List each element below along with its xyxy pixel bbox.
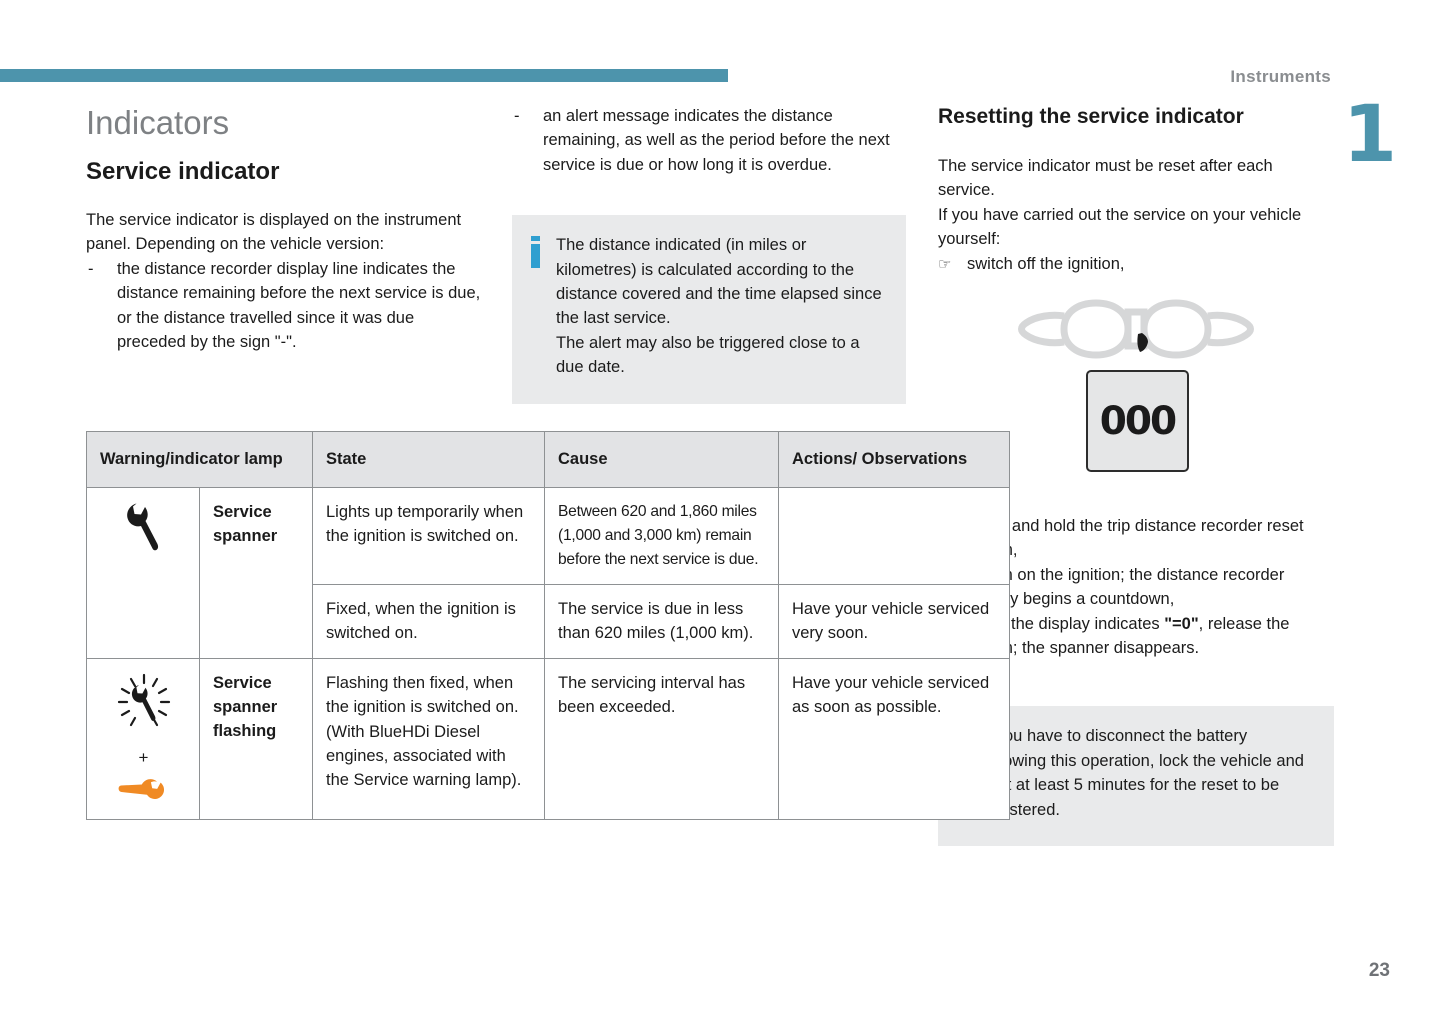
page-number: 23 (1368, 960, 1390, 981)
left-bullet-list: - the distance recorder display line ind… (86, 257, 486, 355)
reset-subtitle: Resetting the service indicator (938, 105, 1244, 128)
list-item-text: switch off the ignition, (967, 254, 1125, 273)
list-item: ☞ switch on the ignition; the distance r… (938, 563, 1334, 612)
info-paragraph: The distance indicated (in miles or kilo… (556, 236, 882, 328)
list-item-text: press and hold the trip distance recorde… (967, 517, 1304, 559)
lamp-icon-cell: + (86, 657, 200, 820)
reset-button-marker (1137, 333, 1148, 353)
section-header: Instruments (1230, 67, 1331, 86)
reset-intro-2: If you have carried out the service on y… (938, 205, 1302, 249)
header-accent-bar (0, 69, 728, 82)
left-column: Indicators Service indicator The service… (86, 104, 486, 354)
lamp-icon-cell (86, 487, 200, 659)
actions-cell: Have your vehicle serviced very soon. (778, 584, 1010, 659)
state-cell: Flashing then fixed, when the ignition i… (312, 657, 545, 820)
list-item: ☞ when the display indicates "=0", relea… (938, 612, 1334, 661)
cause-cell: The service is due in less than 620 mile… (544, 584, 779, 659)
distance-recorder-display: 000 (1086, 370, 1189, 473)
reset-intro: The service indicator must be reset afte… (938, 157, 1273, 200)
actions-cell: Have your vehicle serviced as soon as po… (778, 657, 1010, 820)
list-item: ☞ switch off the ignition, (938, 252, 1334, 276)
list-item-text-cont: , release the button; the spanner disapp… (967, 614, 1290, 658)
display-digits: 000 (1099, 398, 1177, 444)
cause-cell: The servicing interval has been exceeded… (544, 657, 779, 820)
list-item-text: switch on the ignition; the distance rec… (967, 565, 1285, 609)
column-header-lamp: Warning/indicator lamp (86, 431, 313, 488)
table-header-row: Warning/indicator lamp State Cause Actio… (86, 431, 1010, 488)
list-item: - the distance recorder display line ind… (86, 257, 486, 355)
table-row: Service spanner Lights up temporarily wh… (86, 487, 1010, 659)
column-header-actions: Actions/ Observations (778, 431, 1010, 488)
column-header-state: State (312, 431, 545, 488)
state-cell: Lights up temporarily when the ignition … (312, 487, 545, 585)
state-cell: Fixed, when the ignition is switched on. (312, 584, 545, 659)
dash-marker: - (88, 259, 94, 278)
table-body: Service spanner Lights up temporarily wh… (86, 487, 1010, 820)
dash-marker: - (514, 107, 520, 125)
orange-spanner-icon (118, 778, 164, 799)
info-icon (531, 236, 540, 269)
column-header-cause: Cause (544, 431, 779, 488)
cause-cell: Between 620 and 1,860 miles (1,000 and 3… (544, 487, 779, 585)
list-item-text: when the display indicates (967, 614, 1165, 633)
lamp-name-cell: Service spanner (199, 487, 313, 659)
info-paragraph: The alert may also be triggered close to… (556, 333, 860, 377)
plus-sign: + (138, 747, 149, 767)
table-row: + Service spanner flashing Flashing then… (86, 657, 1010, 820)
spanner-icon (126, 503, 158, 551)
cluster-outline-icon (1018, 299, 1254, 359)
chapter-number: 1 (1342, 90, 1397, 180)
list-item-text: the distance recorder display line indic… (117, 259, 481, 352)
list-item: - an alert message indicates the distanc… (512, 104, 907, 177)
warning-lamp-table: Warning/indicator lamp State Cause Actio… (86, 431, 1010, 820)
actions-cell (778, 487, 1010, 585)
intro-paragraph: The service indicator is displayed on th… (86, 211, 462, 254)
list-item-text: an alert message indicates the distance … (543, 107, 890, 174)
middle-column: - an alert message indicates the distanc… (512, 104, 907, 404)
pointing-hand-icon: ☞ (938, 255, 952, 273)
spanner-flashing-icon (117, 673, 170, 726)
lamp-name-cell: Service spanner flashing (199, 657, 313, 820)
display-value-highlight: "=0" (1164, 614, 1199, 633)
section-subtitle: Service indicator (86, 158, 280, 185)
right-column: Resetting the service indicator The serv… (938, 104, 1334, 847)
instrument-cluster-illustration: 000 (938, 298, 1334, 488)
middle-bullet-list: - an alert message indicates the distanc… (512, 104, 907, 177)
table-header: Warning/indicator lamp State Cause Actio… (86, 431, 1010, 488)
reset-steps-before: ☞ switch off the ignition, (938, 252, 1334, 276)
info-paragraph: If you have to disconnect the battery fo… (982, 727, 1304, 819)
table-row: Fixed, when the ignition is switched on.… (87, 584, 1010, 659)
page-title: Indicators (86, 104, 230, 141)
info-box-distance: The distance indicated (in miles or kilo… (512, 215, 906, 404)
